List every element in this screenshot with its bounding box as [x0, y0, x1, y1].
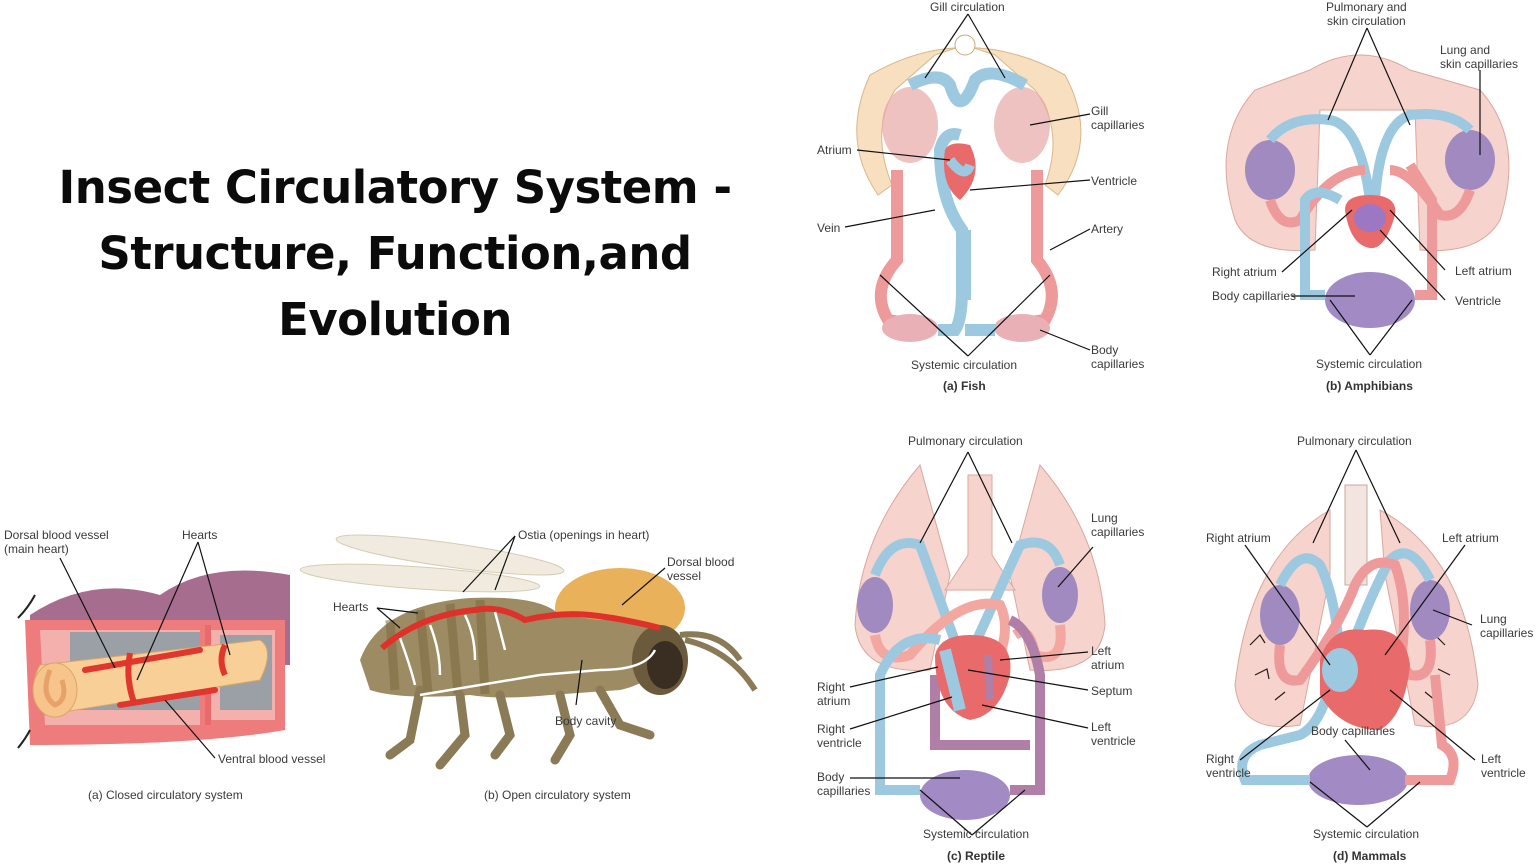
amphibian-heart-illustration [1225, 27, 1510, 356]
label-ventricle: Ventricle [1091, 174, 1138, 188]
label-pulmonary-circulation: Pulmonary circulation [908, 434, 1023, 448]
label-atrium: Atrium [817, 143, 852, 157]
caption-reptile: (c) Reptile [947, 849, 1006, 863]
label-hearts: Hearts [333, 600, 369, 614]
mammal-heart-illustration [1234, 449, 1479, 828]
label-body-capillaries: Body capillaries [1212, 289, 1297, 303]
label-left-atrium: Left atrium [1455, 264, 1512, 278]
caption-open-system: (b) Open circulatory system [484, 788, 631, 802]
label-systemic-circulation: Systemic circulation [1316, 357, 1423, 371]
caption-mammals: (d) Mammals [1333, 849, 1407, 863]
label-left-atrium: Left atrium [1442, 531, 1499, 545]
label-body-capillaries: Body capillaries [1311, 724, 1396, 738]
label-ostia: Ostia (openings in heart) [518, 528, 650, 542]
fish-heart-illustration [844, 13, 1091, 357]
label-systemic-circulation: Systemic circulation [911, 358, 1018, 372]
caption-fish: (a) Fish [943, 379, 986, 393]
label-right-atrium: Right atrium [1212, 265, 1277, 279]
title-line-1: Insect Circulatory System - [58, 161, 733, 214]
bee-illustration [300, 534, 758, 770]
earthworm-segment-illustration [17, 541, 290, 759]
label-right-atrium: Right atrium [1206, 531, 1271, 545]
label-body-cavity: Body cavity [555, 714, 617, 728]
closed-circulatory-diagram: Dorsal blood vessel (main heart) Hearts … [0, 520, 340, 810]
label-hearts: Hearts [182, 528, 218, 542]
reptile-heart-illustration [849, 451, 1106, 836]
caption-closed-system: (a) Closed circulatory system [88, 788, 243, 802]
title-line-2: Structure, Function,and [98, 227, 692, 280]
label-ventricle: Ventricle [1455, 294, 1502, 308]
label-septum: Septum [1091, 684, 1133, 698]
label-ventral-blood-vessel: Ventral blood vessel [218, 752, 326, 766]
caption-amphibians: (b) Amphibians [1326, 379, 1413, 393]
title-line-3: Evolution [278, 293, 512, 346]
label-systemic-circulation: Systemic circulation [923, 827, 1030, 841]
label-vein: Vein [817, 221, 841, 235]
label-artery: Artery [1091, 222, 1124, 236]
label-gill-circulation: Gill circulation [930, 0, 1005, 14]
label-dorsal-blood-vessel: Dorsal blood vessel (main heart) [4, 528, 109, 556]
label-dorsal-blood-vessel: Dorsal blood vessel [667, 555, 735, 583]
open-circulatory-diagram: Ostia (openings in heart) Dorsal blood v… [300, 520, 780, 810]
mammal-circulation-diagram: Pulmonary circulation Right atrium Left … [1180, 425, 1536, 864]
label-systemic-circulation: Systemic circulation [1313, 827, 1420, 841]
title-block: Insect Circulatory System - Structure, F… [40, 155, 750, 353]
label-pulmonary-circulation: Pulmonary circulation [1297, 434, 1412, 448]
